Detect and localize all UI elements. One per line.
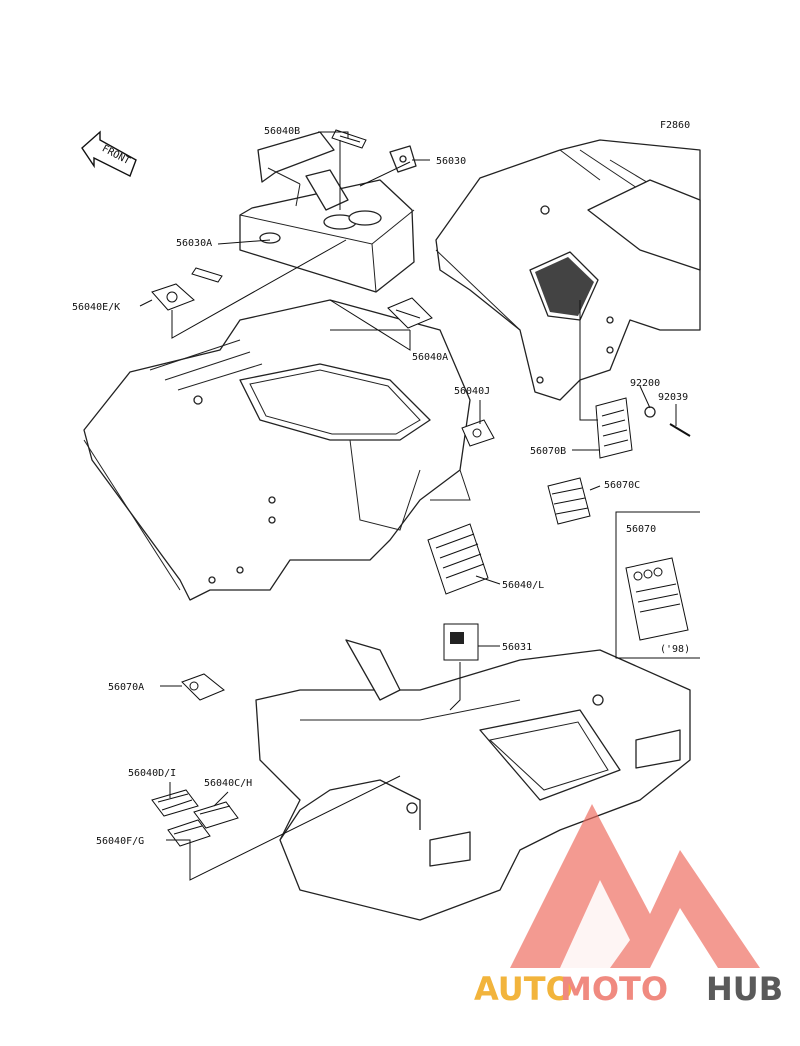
- label-56040J: 56040J: [454, 386, 490, 397]
- front-arrow-icon: FRONT: [81, 130, 137, 177]
- label-56040B: 56040B: [264, 126, 300, 137]
- label-56040A: 56040A: [412, 352, 448, 363]
- decal-56070C: [547, 477, 591, 525]
- label-92200: 92200: [630, 378, 660, 389]
- front-fender-part: [83, 299, 471, 601]
- leader-lines: [139, 131, 677, 881]
- decal-56031: [443, 623, 479, 661]
- front-cover-part: [239, 131, 415, 293]
- decal-56030A: [191, 267, 223, 283]
- rear-fender-right-part: [435, 139, 701, 401]
- label-56070C: 56070C: [604, 480, 640, 491]
- decal-56040J: [461, 419, 495, 447]
- figure-ref: F2860: [660, 120, 690, 131]
- label-56030: 56030: [436, 156, 466, 167]
- watermark-logo: [510, 804, 760, 968]
- decal-56040L: [427, 523, 489, 595]
- watermark-triangle-icon: [510, 804, 760, 968]
- decal-56040A: [387, 297, 433, 329]
- decal-56040DI: [151, 789, 199, 817]
- label-56040DI: 56040D/I: [128, 768, 176, 779]
- watermark-hub: HUB: [706, 970, 783, 1008]
- label-56031: 56031: [502, 642, 532, 653]
- rear-fender-part: [255, 639, 691, 921]
- watermark-auto: AUTO: [474, 970, 573, 1008]
- inset-box-98: [615, 511, 700, 659]
- decal-56070A: [181, 673, 225, 701]
- label-92039: 92039: [658, 392, 688, 403]
- label-56070A: 56070A: [108, 682, 144, 693]
- decal-56040B: [331, 129, 367, 149]
- label-56040CH: 56040C/H: [204, 778, 252, 789]
- bolt-92200: [644, 406, 656, 418]
- bolt-92039: [669, 423, 691, 437]
- decal-56070B: [595, 397, 633, 459]
- washer-56030: [389, 145, 417, 173]
- label-56070: 56070: [626, 524, 656, 535]
- label-56040FG: 56040F/G: [96, 836, 144, 847]
- label-56040L: 56040/L: [502, 580, 544, 591]
- label-year-note: ('98): [660, 644, 690, 655]
- label-56070B: 56070B: [530, 446, 566, 457]
- decal-56040EK: [151, 283, 195, 311]
- watermark-moto: MOTO: [560, 970, 668, 1008]
- label-56030A: 56030A: [176, 238, 212, 249]
- label-56040EK: 56040E/K: [72, 302, 120, 313]
